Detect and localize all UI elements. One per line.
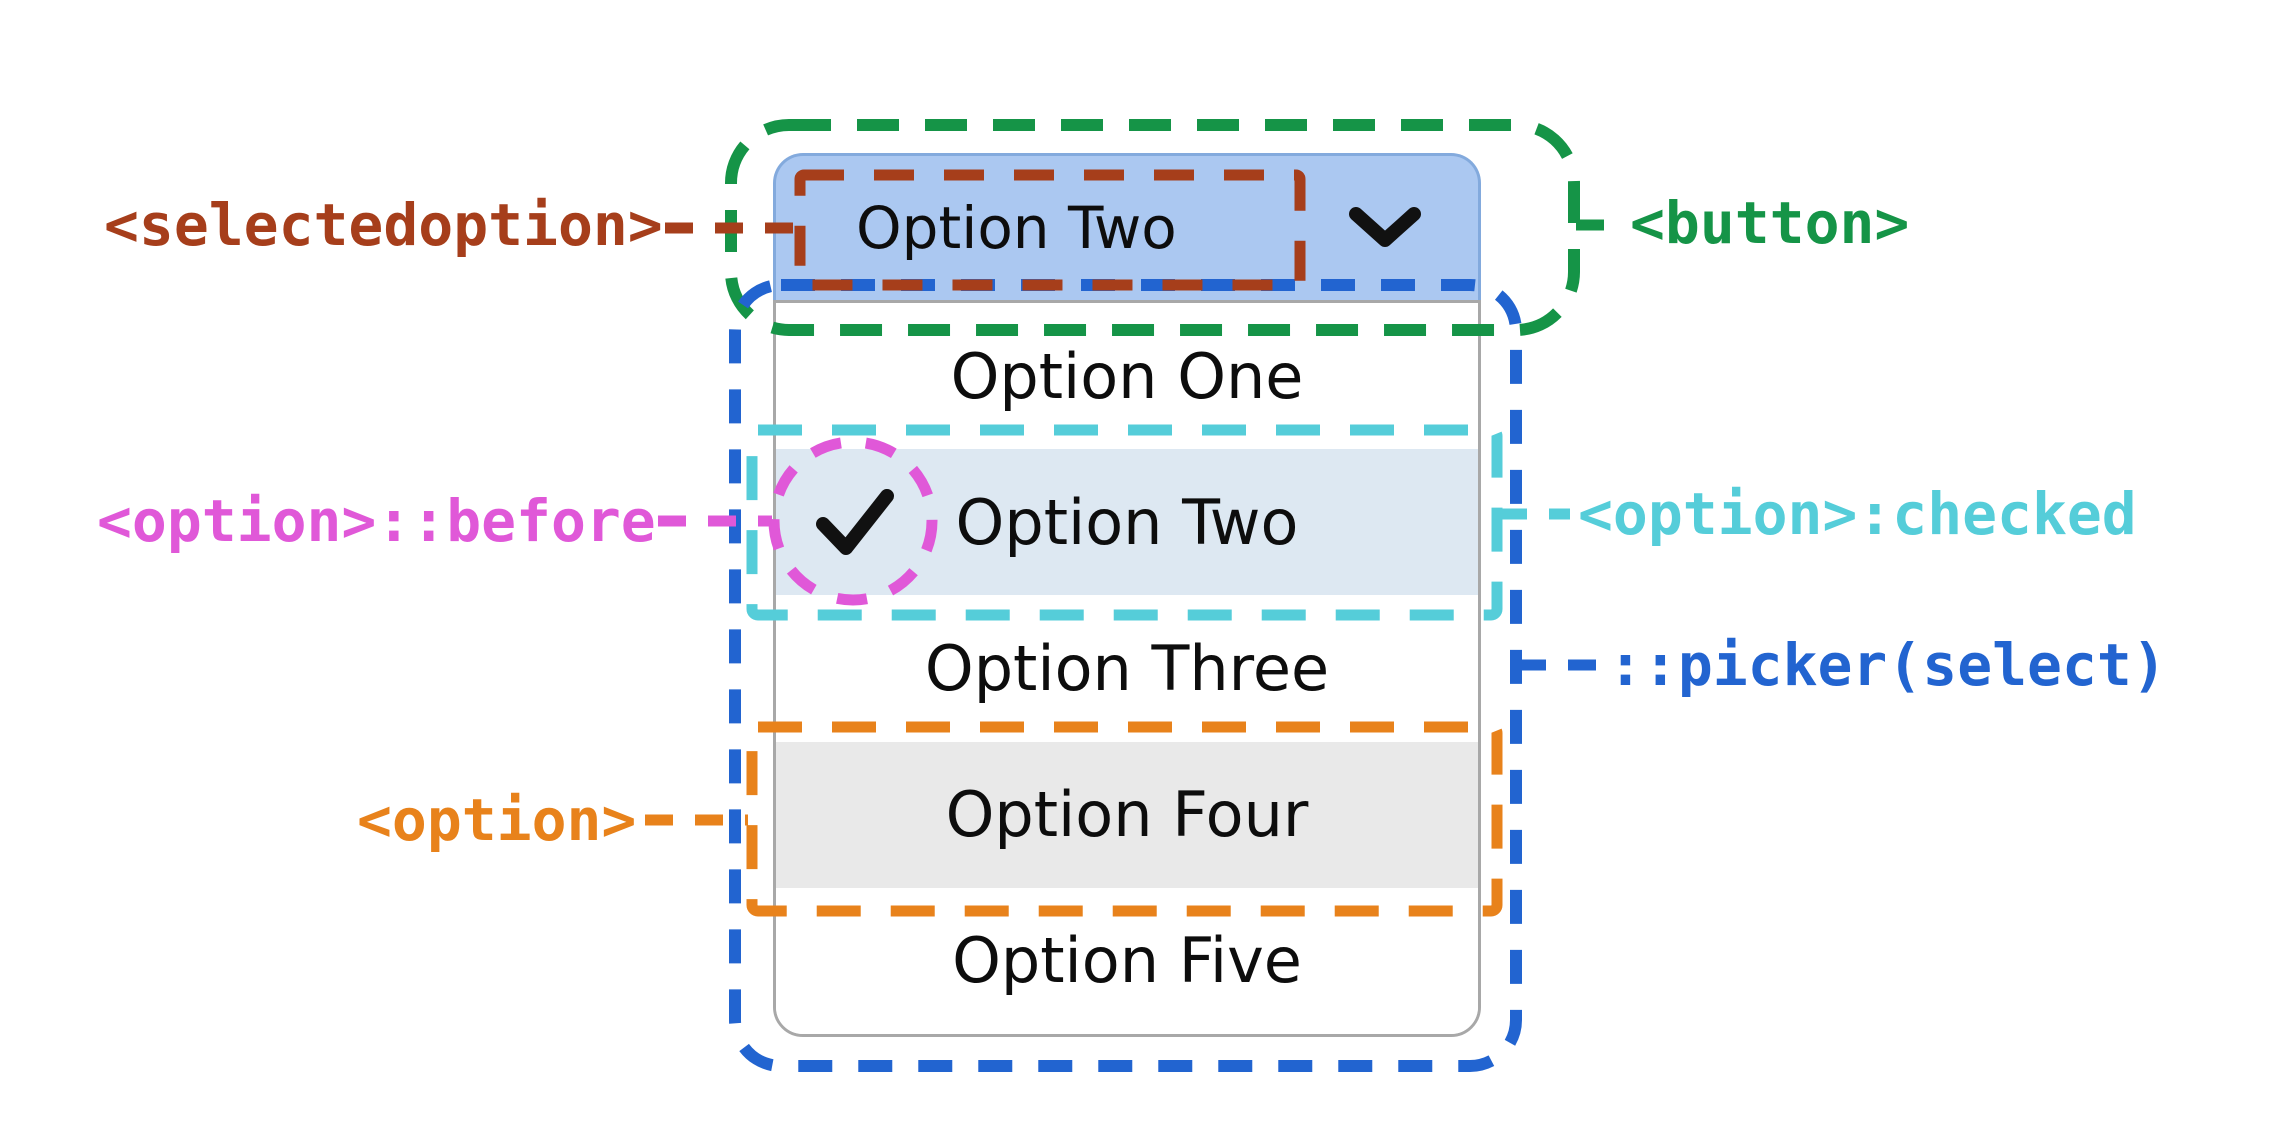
- option-four-hover[interactable]: Option Four: [776, 741, 1478, 888]
- option-label: Option Four: [945, 778, 1309, 852]
- option-label-annotation: <option>: [357, 786, 637, 854]
- option-two-checked[interactable]: Option Two: [776, 449, 1478, 596]
- selected-option-value: Option Two: [856, 194, 1177, 262]
- picker-label: ::picker(select): [1608, 631, 2167, 699]
- option-checked-label: <option>:checked: [1578, 480, 2137, 548]
- select-picker: Option One Option Two Option Three Optio…: [773, 300, 1481, 1037]
- option-label: Option Five: [952, 924, 1302, 998]
- select-button[interactable]: Option Two: [773, 153, 1481, 300]
- option-label: Option Three: [924, 632, 1330, 705]
- option-before-label: <option>::before: [97, 487, 656, 555]
- option-label: Option One: [950, 339, 1304, 413]
- checkmark-icon: [816, 489, 894, 556]
- option-label: Option Two: [955, 485, 1299, 559]
- option-three[interactable]: Option Three: [776, 595, 1478, 742]
- selectedoption-label: <selectedoption>: [104, 191, 663, 259]
- option-one[interactable]: Option One: [776, 303, 1478, 450]
- option-five[interactable]: Option Five: [776, 887, 1478, 1034]
- button-label: <button>: [1630, 189, 1910, 257]
- chevron-down-icon: [1349, 207, 1421, 247]
